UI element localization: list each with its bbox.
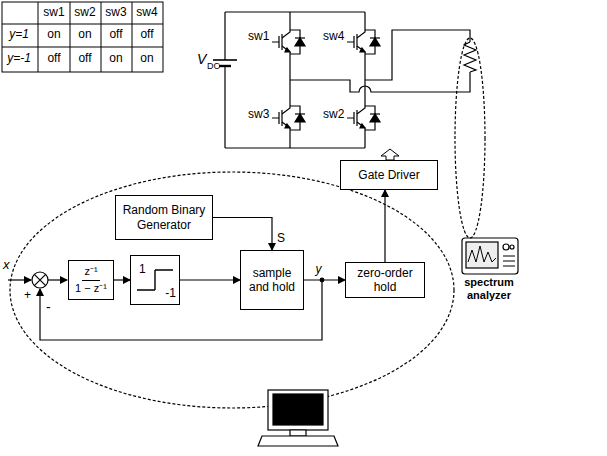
node-text: spectrum analyzer — [456, 276, 522, 302]
voltage-label: V — [197, 52, 206, 67]
table-row-head: y=1 — [9, 28, 29, 41]
node-text: Gate Driver — [358, 168, 419, 182]
switch-label: sw2 — [323, 108, 344, 121]
zero-order-hold-box: zero-order hold — [345, 262, 425, 298]
sign-block: 1 -1 — [130, 255, 180, 305]
switch-table-grid — [2, 2, 163, 72]
signal-arrow — [304, 279, 345, 280]
table-header: sw2 — [74, 6, 95, 19]
table-cell: off — [109, 28, 122, 41]
node-text: z⁻¹ — [82, 264, 99, 280]
table-header: sw1 — [43, 6, 64, 19]
table-cell: off — [140, 28, 153, 41]
h-bridge-circuit — [213, 12, 485, 238]
table-cell: on — [47, 28, 60, 41]
signal-arrow — [180, 279, 240, 280]
transfer-function-box: z⁻¹1 − z⁻¹ — [68, 260, 114, 300]
generator-box: Random Binary Generator — [115, 195, 213, 240]
table-row-head: y=-1 — [7, 52, 31, 65]
signal-arrow — [384, 190, 385, 262]
switch-label: sw3 — [248, 108, 269, 121]
gate-driver-box: Gate Driver — [340, 160, 438, 190]
controller-drawing — [8, 172, 454, 408]
signal-label: x — [3, 258, 10, 272]
switch-label: sw1 — [248, 30, 269, 43]
spectrum-analyzer: spectrum analyzer — [456, 236, 522, 302]
signal-arrow — [114, 279, 130, 280]
sample-hold-box: sample and hold — [240, 250, 304, 310]
switch-label: sw4 — [323, 30, 344, 43]
node-text: 1 − z⁻¹ — [73, 281, 109, 296]
node-text: -1 — [165, 286, 176, 300]
table-cell: off — [47, 52, 60, 65]
table-cell: on — [140, 52, 153, 65]
sign-label: - — [46, 300, 51, 315]
sign-label: + — [24, 289, 31, 302]
computer-icon — [258, 390, 338, 446]
signal-arrow — [213, 218, 272, 251]
node-text: sample and hold — [245, 266, 299, 295]
signal-label: S — [276, 232, 286, 245]
table-cell: on — [78, 28, 91, 41]
node-text: 1 — [139, 262, 146, 276]
table-cell: off — [78, 52, 91, 65]
voltage-subscript: DC — [207, 62, 220, 72]
spectrum-analyzer-icon — [462, 238, 518, 274]
node-text: Random Binary Generator — [120, 203, 208, 232]
table-header: sw4 — [136, 6, 157, 19]
signal-label: y — [315, 263, 323, 276]
table-header: sw3 — [105, 6, 126, 19]
table-cell: on — [109, 52, 122, 65]
node-text: zero-order hold — [350, 266, 420, 295]
